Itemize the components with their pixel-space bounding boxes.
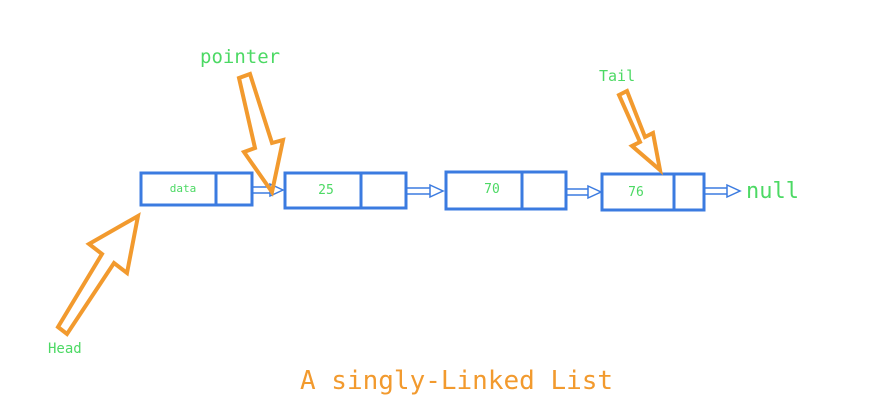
node-1-next-cell [214, 171, 254, 207]
node-4-value: 76 [628, 185, 644, 200]
head-label: Head [48, 341, 82, 357]
node-1-value: data [170, 182, 197, 195]
pointer-label: pointer [200, 46, 280, 68]
null-label: null [746, 179, 799, 204]
link-arrow-null [704, 183, 742, 199]
link-arrow-3 [566, 184, 603, 200]
tail-arrow-icon [616, 88, 664, 176]
head-arrow-icon [55, 212, 141, 337]
node-3: 70 [444, 170, 568, 211]
node-2-next-cell [359, 171, 408, 210]
node-4-next-cell [672, 172, 706, 212]
node-3-next-cell [520, 170, 568, 211]
node-1: data [139, 171, 254, 207]
link-arrow-2 [406, 183, 445, 199]
node-2: 25 [283, 171, 408, 210]
pointer-arrow-icon [236, 71, 286, 197]
node-4: 76 [600, 172, 706, 212]
diagram-title: A singly-Linked List [300, 366, 613, 396]
node-2-value: 25 [318, 183, 334, 198]
tail-label: Tail [599, 67, 635, 85]
node-3-value: 70 [484, 182, 500, 197]
